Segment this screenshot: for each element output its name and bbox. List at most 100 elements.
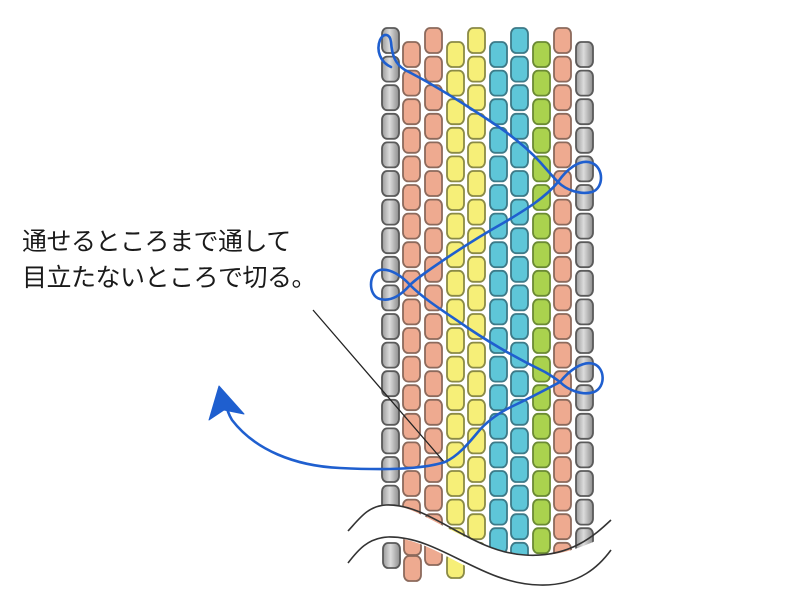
bead-column-col-2 [402,41,421,560]
yellow-bead [467,84,486,112]
bead-column-col-8 [532,41,551,560]
gray-bead [381,141,400,169]
salmon-bead [424,27,443,54]
yellow-bead [467,227,486,255]
salmon-bead [553,198,572,226]
blue-bead [489,98,508,126]
thread-segment-top [377,33,560,184]
salmon-bead [553,313,572,340]
salmon-bead [424,170,443,197]
yellow-bead [467,513,486,541]
salmon-bead [553,255,572,283]
yellow-bead [467,370,486,398]
gray-bead [381,427,400,455]
green-bead [532,126,551,154]
salmon-bead [553,427,572,455]
salmon-bead [424,284,443,312]
yellow-bead [446,269,465,297]
blue-bead [489,241,508,269]
leader-line [312,309,446,464]
yellow-bead [446,470,465,497]
gray-bead [575,98,594,126]
blue-bead [489,384,508,412]
salmon-bead [553,27,572,54]
blue-bead [489,41,508,68]
yellow-bead [446,327,465,354]
blue-bead [510,484,529,512]
blue-bead [489,184,508,211]
yellow-bead [446,412,465,440]
gray-bead [575,269,594,297]
blue-bead [489,298,508,326]
yellow-bead [467,141,486,169]
salmon-bead [402,470,421,497]
yellow-bead [467,456,486,483]
blue-bead [489,355,508,383]
caption-line-1: 通せるところまで通して [22,227,291,256]
green-bead [532,212,551,240]
blue-bead [510,84,529,112]
gray-bead [381,484,400,512]
green-bead [532,41,551,68]
salmon-bead [402,98,421,126]
salmon-bead [553,227,572,255]
bead-columns [381,27,594,596]
yellow-bead [467,170,486,197]
green-bead [532,527,551,555]
blue-bead [489,69,508,97]
gray-bead [381,370,400,398]
thread-loop-right-lower [558,361,604,395]
yellow-bead [467,255,486,283]
thread [224,33,604,471]
gray-bead [575,69,594,97]
yellow-bead [446,41,465,68]
green-bead [532,555,551,560]
cut-wave-lower [347,536,612,586]
yellow-bead [467,112,486,140]
green-bead [532,470,551,497]
gray-bead [381,84,400,112]
gray-bead [381,313,400,340]
salmon-bead [553,284,572,312]
salmon-bead [553,112,572,140]
salmon-bead [424,55,443,83]
blue-bead [489,555,508,560]
blue-bead [489,155,508,183]
blue-bead [489,441,508,469]
salmon-bead [553,341,572,369]
bead-column-col-10 [575,41,594,560]
bead-column-col-7 [510,27,529,560]
salmon-bead [403,555,422,582]
bead-column-col-4 [446,41,465,560]
yellow-bead [468,571,485,596]
salmon-bead [402,184,421,211]
green-bead [532,155,551,183]
instruction-caption: 通せるところまで通して 目立たないところで切る。 [22,224,317,296]
blue-bead [489,327,508,354]
green-bead [532,498,551,526]
salmon-bead [424,141,443,169]
gray-bead [381,513,400,541]
salmon-bead [424,484,443,512]
salmon-bead [402,384,421,412]
green-bead [532,441,551,469]
salmon-bead [403,537,422,556]
blue-bead [510,513,529,541]
cut-wave-upper [347,504,612,556]
gray-bead [575,126,594,154]
yellow-bead [446,498,465,526]
blue-bead [510,284,529,312]
gray-bead [381,198,400,226]
green-bead [532,98,551,126]
green-bead [532,298,551,326]
yellow-bead [467,55,486,83]
salmon-bead [402,155,421,183]
yellow-bead [446,527,465,555]
salmon-bead [424,341,443,369]
blue-bead [489,470,508,497]
yellow-bead [446,355,465,383]
salmon-bead [424,456,443,483]
gray-bead [575,327,594,354]
salmon-bead [553,84,572,112]
salmon-bead [553,456,572,483]
